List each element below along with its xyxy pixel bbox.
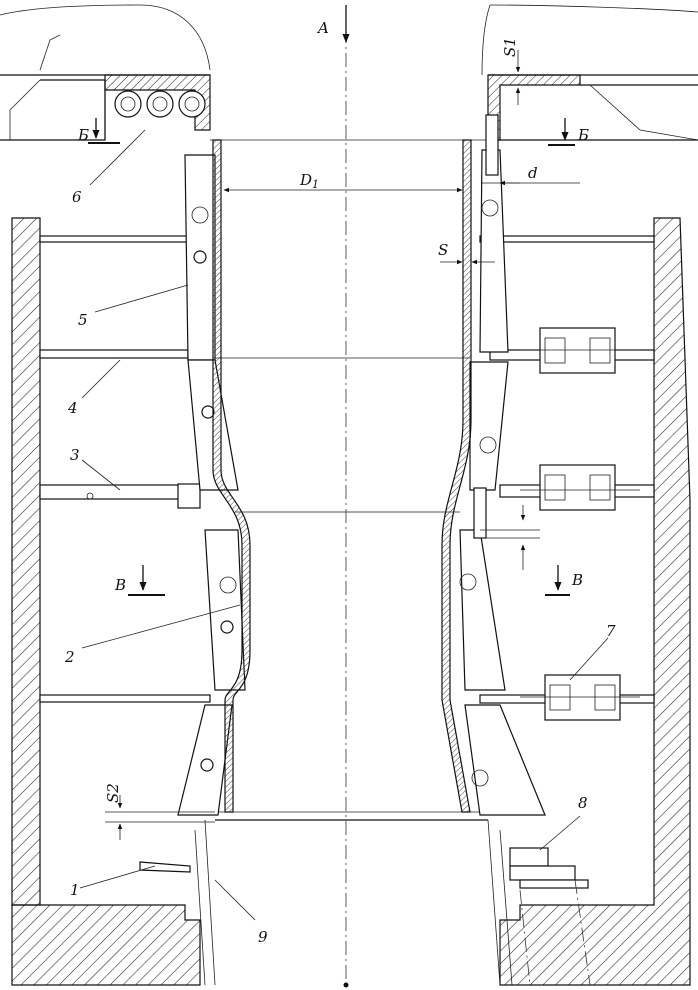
right-wall [499, 217, 691, 986]
top-plate-left [104, 74, 211, 131]
section-mark-v-left: В [114, 565, 165, 596]
svg-text:Б: Б [577, 126, 589, 144]
svg-text:A: A [316, 19, 329, 37]
svg-text:6: 6 [72, 188, 82, 206]
shaft-skin-right [441, 139, 472, 813]
frame-lines [210, 139, 488, 813]
callout-6: 6 [72, 129, 146, 206]
turnbuckle-upper [520, 327, 640, 374]
callout-4: 4 [67, 359, 121, 417]
right-frame [459, 114, 546, 816]
svg-text:В: В [114, 576, 126, 594]
svg-text:S: S [438, 241, 448, 259]
gap-dimension-middle [480, 505, 540, 570]
callout-5: 5 [78, 284, 189, 329]
turnbuckle-middle [520, 464, 640, 511]
svg-text:5: 5 [78, 311, 88, 329]
svg-text:S1: S1 [501, 37, 519, 57]
callout-8: 8 [539, 794, 588, 851]
callout-7: 7 [569, 622, 616, 681]
svg-text:8: 8 [578, 794, 588, 812]
svg-text:Б: Б [77, 126, 89, 144]
section-mark-b-right: Б [548, 118, 589, 146]
svg-text:S2: S2 [104, 783, 122, 803]
callout-1: 1 [70, 865, 156, 899]
svg-text:7: 7 [606, 622, 616, 640]
top-roof-right [481, 4, 698, 141]
left-beams [39, 235, 211, 703]
dimension-d1: D1 [223, 171, 463, 193]
callout-2: 2 [64, 604, 241, 666]
section-mark-b-left: Б [77, 118, 120, 144]
dimension-s1: S1 [501, 37, 521, 105]
roller-group [114, 90, 206, 118]
svg-text:D1: D1 [299, 171, 319, 191]
svg-text:d: d [528, 164, 538, 182]
callout-9: 9 [214, 879, 268, 946]
shaft-skin-left [212, 139, 251, 813]
svg-text:4: 4 [67, 399, 78, 417]
left-frame [177, 154, 246, 816]
svg-text:1: 1 [70, 881, 80, 899]
view-arrow-a: A [316, 5, 350, 43]
svg-text:2: 2 [64, 648, 75, 666]
svg-text:В: В [571, 571, 583, 589]
svg-text:9: 9 [258, 928, 268, 946]
dimension-d: d [482, 164, 580, 186]
dimension-s2: S2 [104, 783, 215, 840]
left-wall [11, 217, 201, 986]
top-plate-right [487, 74, 581, 141]
top-roof-left [0, 4, 211, 141]
section-mark-v-right: В [545, 565, 583, 596]
svg-text:3: 3 [70, 446, 80, 464]
turnbuckle-lower [520, 674, 640, 721]
bottom-assembly [139, 819, 591, 986]
dimension-s: S [438, 241, 495, 265]
callout-3: 3 [70, 446, 121, 491]
